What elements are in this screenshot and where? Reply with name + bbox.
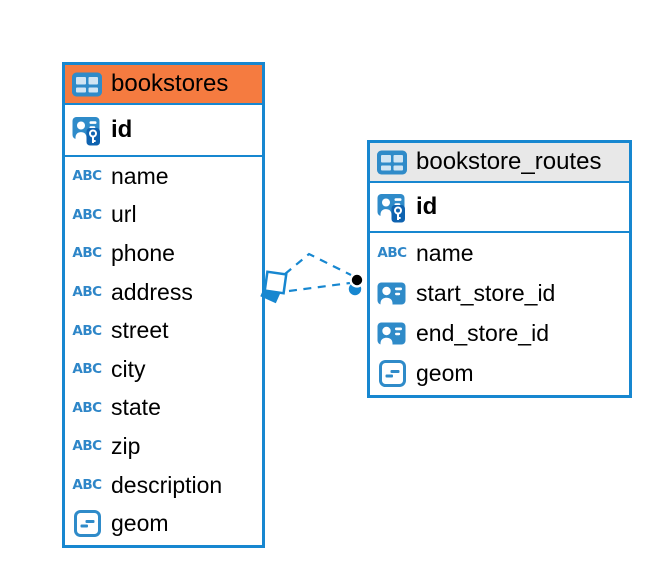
relationship-one-end-marker xyxy=(348,272,365,296)
column-row-start_store_id[interactable]: start_store_id xyxy=(370,273,629,313)
geometry-icon xyxy=(376,359,408,387)
column-row-geom[interactable]: geom xyxy=(370,353,629,393)
column-name: phone xyxy=(111,239,175,266)
column-name: geom xyxy=(111,510,169,537)
primary-key-icon xyxy=(71,115,103,146)
column-name: city xyxy=(111,355,146,382)
column-row-state[interactable]: ABC state xyxy=(65,389,262,428)
table-title: bookstores xyxy=(111,70,229,97)
text-type-icon-glyph: ABC xyxy=(72,438,102,455)
column-name: description xyxy=(111,471,223,498)
column-row-end_store_id[interactable]: end_store_id xyxy=(370,313,629,353)
text-type-icon: ABC xyxy=(71,477,103,493)
table-icon xyxy=(376,149,408,176)
column-row-city[interactable]: ABC city xyxy=(65,350,262,389)
foreign-key-icon xyxy=(376,320,408,347)
column-name: end_store_id xyxy=(416,319,549,346)
geometry-icon xyxy=(71,510,103,538)
column-name: street xyxy=(111,317,169,344)
column-name: zip xyxy=(111,432,141,459)
text-type-icon-glyph: ABC xyxy=(72,245,102,262)
column-row-id[interactable]: id xyxy=(65,105,262,155)
column-name: state xyxy=(111,394,161,421)
text-type-icon-glyph: ABC xyxy=(72,206,102,223)
text-type-icon: ABC xyxy=(376,245,408,261)
column-row-geom[interactable]: geom xyxy=(65,504,262,543)
text-type-icon-glyph: ABC xyxy=(72,477,102,494)
column-row-zip[interactable]: ABC zip xyxy=(65,427,262,466)
column-name: id xyxy=(111,116,133,143)
relationship-line[interactable] xyxy=(284,252,352,293)
column-row-id[interactable]: id xyxy=(370,183,629,231)
foreign-key-icon xyxy=(376,280,408,307)
column-name: id xyxy=(416,193,438,220)
table-header-bookstores[interactable]: bookstores xyxy=(65,65,262,105)
column-row-street[interactable]: ABC street xyxy=(65,311,262,350)
columns-section: ABC name start_store_id end_store_id geom xyxy=(370,233,629,393)
text-type-icon: ABC xyxy=(71,323,103,339)
text-type-icon-glyph: ABC xyxy=(72,168,102,185)
text-type-icon: ABC xyxy=(71,168,103,184)
column-name: url xyxy=(111,201,137,228)
text-type-icon: ABC xyxy=(71,207,103,223)
text-type-icon: ABC xyxy=(71,245,103,261)
column-row-name[interactable]: ABC name xyxy=(65,157,262,196)
text-type-icon: ABC xyxy=(71,400,103,416)
text-type-icon-glyph: ABC xyxy=(72,322,102,339)
column-row-address[interactable]: ABC address xyxy=(65,273,262,312)
text-type-icon: ABC xyxy=(71,438,103,454)
column-name: name xyxy=(416,239,474,266)
text-type-icon-glyph: ABC xyxy=(72,399,102,416)
table-title: bookstore_routes xyxy=(416,148,602,175)
text-type-icon-glyph: ABC xyxy=(72,284,102,301)
table-bookstore-routes[interactable]: bookstore_routes id ABC name start_store_… xyxy=(367,140,632,398)
key-columns-section: id xyxy=(370,183,629,233)
text-type-icon: ABC xyxy=(71,361,103,377)
table-header-bookstore-routes[interactable]: bookstore_routes xyxy=(370,143,629,183)
primary-key-icon xyxy=(376,192,408,223)
column-name: name xyxy=(111,162,169,189)
column-name: address xyxy=(111,278,193,305)
table-icon xyxy=(71,71,103,98)
column-row-url[interactable]: ABC url xyxy=(65,196,262,235)
text-type-icon: ABC xyxy=(71,284,103,300)
key-columns-section: id xyxy=(65,105,262,157)
column-name: geom xyxy=(416,359,474,386)
column-row-name[interactable]: ABC name xyxy=(370,233,629,273)
column-row-description[interactable]: ABC description xyxy=(65,466,262,505)
column-name: start_store_id xyxy=(416,279,556,306)
text-type-icon-glyph: ABC xyxy=(377,245,407,261)
text-type-icon-glyph: ABC xyxy=(72,361,102,378)
column-row-phone[interactable]: ABC phone xyxy=(65,234,262,273)
